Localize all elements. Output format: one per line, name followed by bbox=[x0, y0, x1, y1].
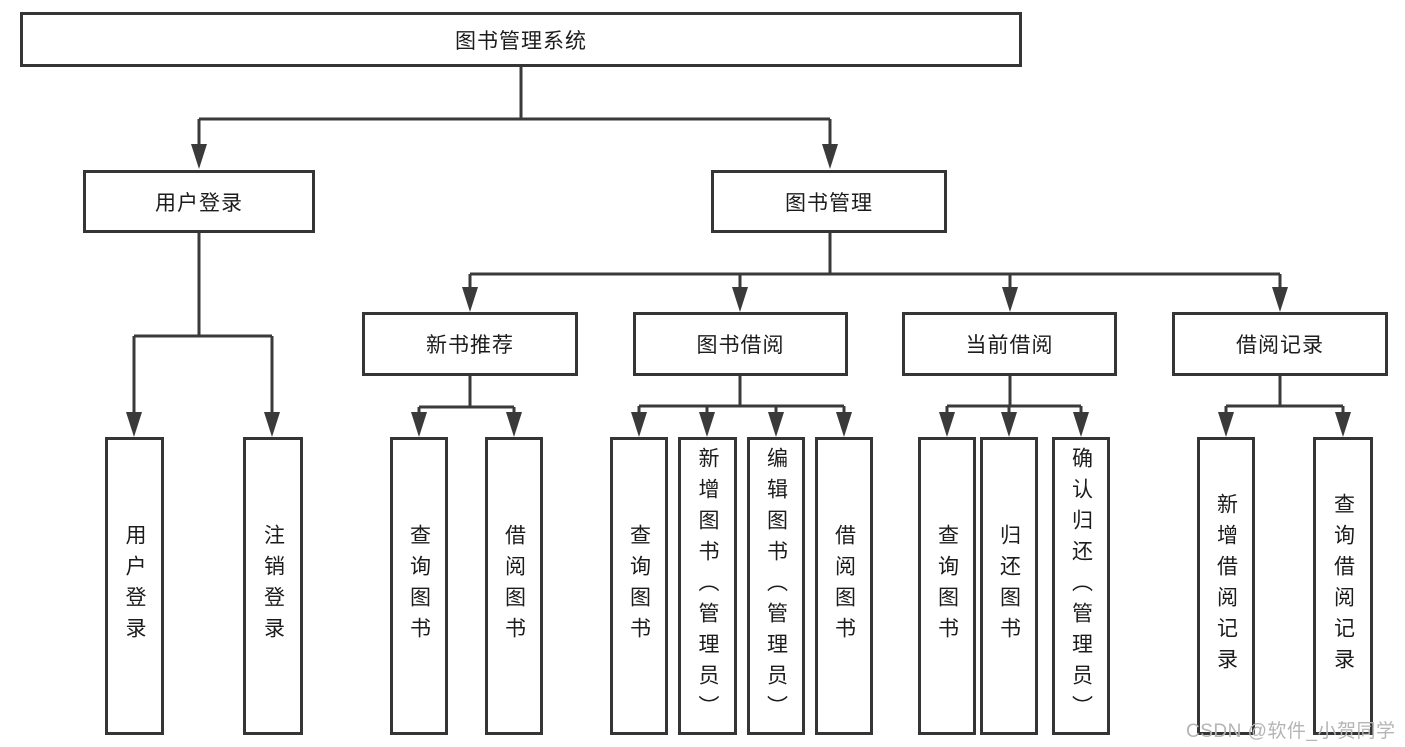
leaf-label: 查询图书 bbox=[627, 524, 651, 648]
arrowhead-icon bbox=[506, 412, 522, 437]
node-borrow-record: 借阅记录 bbox=[1172, 312, 1388, 376]
leaf-return-book: 归还图书 bbox=[980, 437, 1038, 735]
leaf-logout: 注销登录 bbox=[243, 437, 303, 735]
leaf-borrow-books: 借阅图书 bbox=[815, 437, 873, 735]
leaf-label: 新增借阅记录 bbox=[1214, 493, 1238, 679]
arrowhead-icon bbox=[126, 412, 142, 437]
leaf-borrow-books-recommend: 借阅图书 bbox=[485, 437, 543, 735]
leaf-label: 查询借阅记录 bbox=[1331, 493, 1355, 679]
leaf-label: 归还图书 bbox=[997, 524, 1021, 648]
leaf-label: 确认归还（管理员） bbox=[1069, 446, 1093, 726]
arrowhead-icon bbox=[1218, 412, 1234, 437]
leaf-query-books-recommend: 查询图书 bbox=[390, 437, 448, 735]
arrowhead-icon bbox=[1272, 287, 1288, 312]
leaf-confirm-return-admin: 确认归还（管理员） bbox=[1052, 437, 1110, 735]
leaf-user-login: 用户登录 bbox=[105, 437, 164, 735]
arrowhead-icon bbox=[732, 287, 748, 312]
arrowhead-icon bbox=[631, 412, 647, 437]
csdn-watermark: CSDN @软件_小贺同学 bbox=[1186, 721, 1396, 742]
arrowhead-icon bbox=[462, 287, 478, 312]
arrowhead-icon bbox=[264, 412, 280, 437]
node-book-management: 图书管理 bbox=[711, 170, 947, 233]
node-user-login: 用户登录 bbox=[83, 170, 315, 233]
leaf-label: 借阅图书 bbox=[502, 524, 526, 648]
leaf-label: 编辑图书（管理员） bbox=[764, 446, 788, 726]
leaf-query-borrow-record: 查询借阅记录 bbox=[1313, 437, 1373, 735]
leaf-edit-book-admin: 编辑图书（管理员） bbox=[747, 437, 805, 735]
leaf-label: 新增图书（管理员） bbox=[696, 446, 719, 726]
leaf-label: 查询图书 bbox=[407, 524, 431, 648]
arrowhead-icon bbox=[1073, 412, 1089, 437]
arrowhead-icon bbox=[191, 144, 207, 169]
node-book-borrow: 图书借阅 bbox=[633, 312, 848, 376]
leaf-query-books-borrow: 查询图书 bbox=[610, 437, 668, 735]
arrowhead-icon bbox=[699, 412, 715, 437]
arrowhead-icon bbox=[822, 144, 838, 169]
arrowhead-icon bbox=[411, 412, 427, 437]
arrowhead-icon bbox=[939, 412, 955, 437]
arrowhead-icon bbox=[768, 412, 784, 437]
leaf-label: 用户登录 bbox=[123, 524, 146, 648]
arrowhead-icon bbox=[836, 412, 852, 437]
leaf-label: 借阅图书 bbox=[832, 524, 856, 648]
leaf-query-books-current: 查询图书 bbox=[918, 437, 976, 735]
leaf-label: 注销登录 bbox=[261, 524, 285, 648]
arrowhead-icon bbox=[1002, 287, 1018, 312]
leaf-label: 查询图书 bbox=[935, 524, 959, 648]
leaf-add-borrow-record: 新增借阅记录 bbox=[1197, 437, 1255, 735]
node-current-borrow: 当前借阅 bbox=[902, 312, 1117, 376]
node-new-book-recommend: 新书推荐 bbox=[362, 312, 578, 376]
arrowhead-icon bbox=[1001, 412, 1017, 437]
node-root-system: 图书管理系统 bbox=[20, 12, 1022, 67]
leaf-add-book-admin: 新增图书（管理员） bbox=[678, 437, 737, 735]
arrowhead-icon bbox=[1335, 412, 1351, 437]
